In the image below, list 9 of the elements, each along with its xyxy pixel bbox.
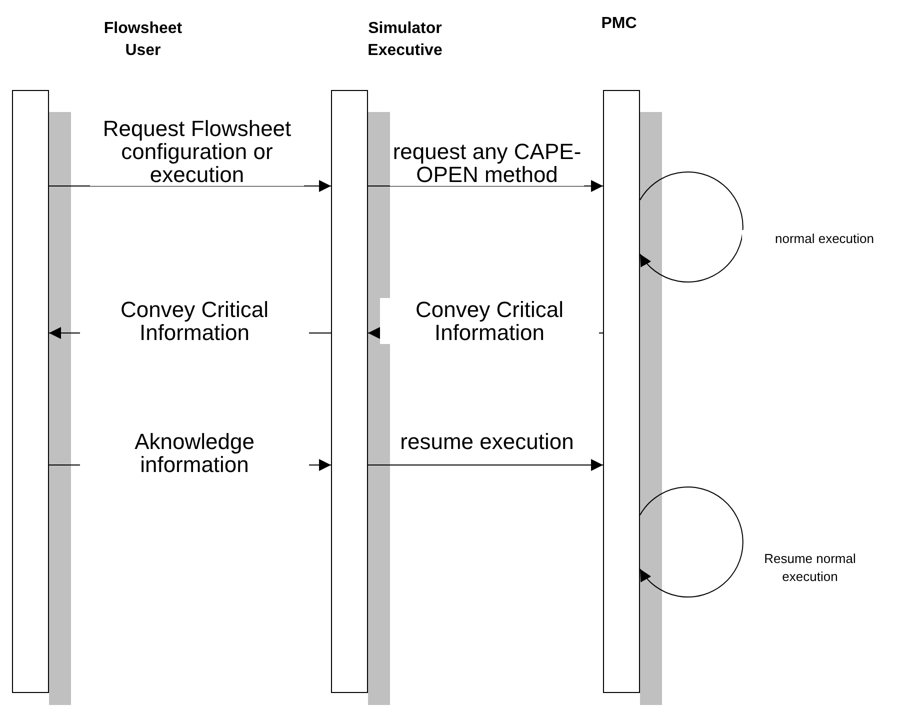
self-message-arrow [640, 172, 744, 282]
self-message-arrow [640, 486, 744, 598]
message-arrow [368, 180, 604, 192]
message-arrow [368, 459, 604, 471]
message-arrow [48, 180, 332, 192]
edge-label: Request Flowsheet configuration or execution [90, 117, 304, 186]
lifeline-title: Flowsheet User [102, 19, 184, 61]
lifeline-title: Simulator Executive [366, 19, 444, 61]
lifeline-title: PMC [600, 14, 638, 34]
